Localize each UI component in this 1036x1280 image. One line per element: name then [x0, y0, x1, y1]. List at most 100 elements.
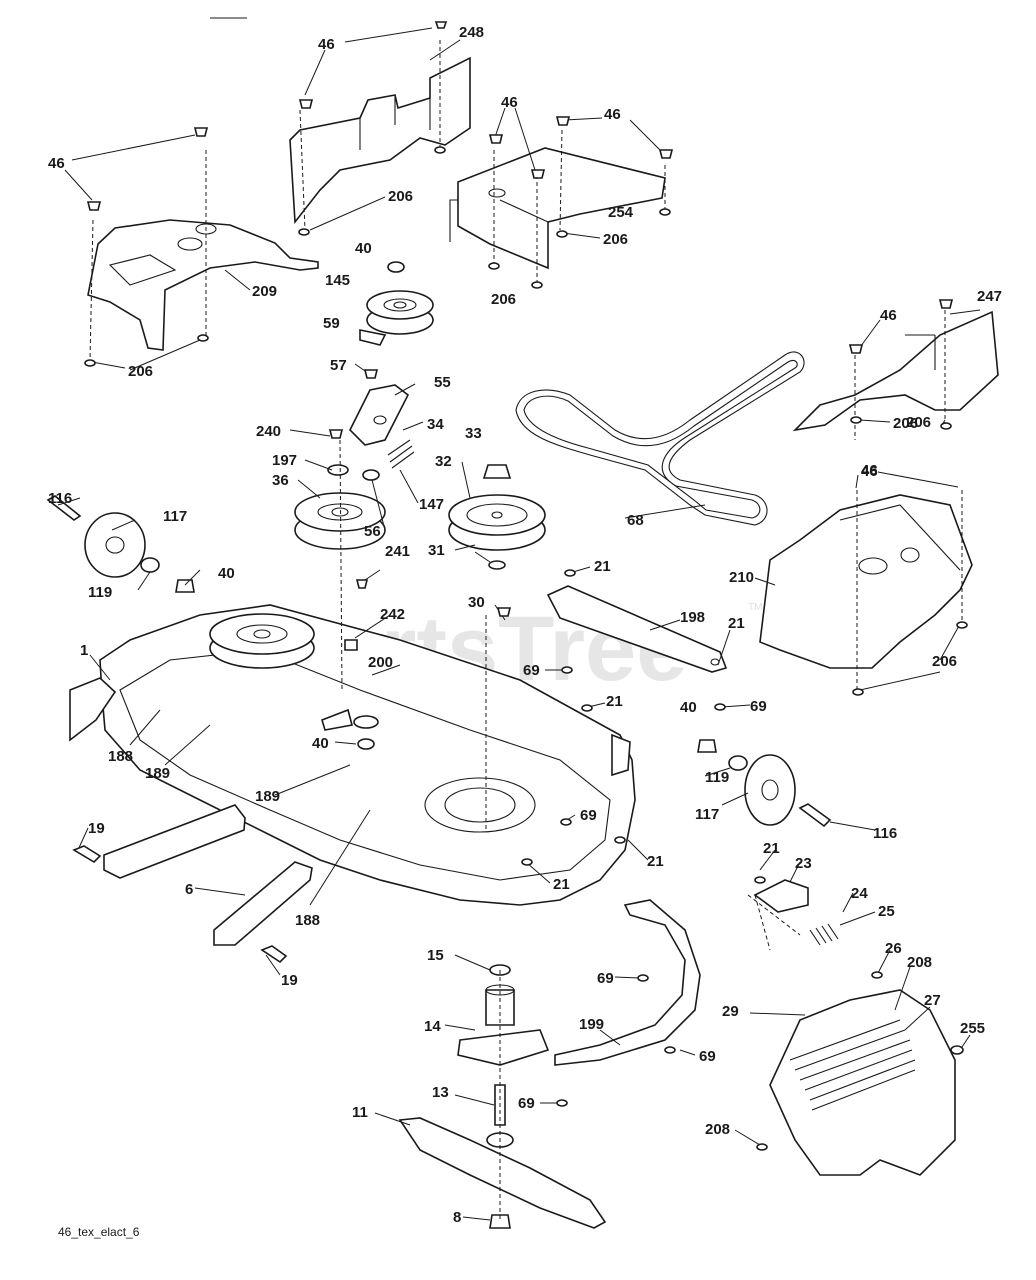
nut-part-40-top: [387, 261, 405, 273]
washer-part-56: [362, 469, 380, 481]
callout-label: 46: [604, 106, 621, 123]
callout-label: 46: [861, 462, 878, 479]
callout-label: 188: [108, 748, 133, 765]
callout-label: 69: [580, 807, 597, 824]
callout-label: 46: [48, 155, 65, 172]
callout-label: 40: [312, 735, 329, 752]
callout-label: 240: [256, 423, 281, 440]
spacer-part-119-left: [140, 557, 160, 573]
callout-label: 26: [885, 940, 902, 957]
callout-label: 6: [185, 881, 193, 898]
callout-label: 31: [428, 542, 445, 559]
leader-lines: [57, 27, 981, 1221]
bracket-part-23: [753, 879, 809, 913]
callout-label: 21: [728, 615, 745, 632]
callout-label: 56: [364, 523, 381, 540]
callout-label: 21: [606, 693, 623, 710]
callout-label: 46: [861, 463, 878, 480]
callout-label: 117: [695, 806, 719, 823]
spacer-part-59: [359, 329, 387, 346]
callout-label: 210: [729, 569, 754, 586]
callout-label: 200: [368, 654, 393, 671]
callout-label: 25: [878, 903, 895, 920]
deck-pulley: [209, 613, 315, 669]
callout-label: 29: [722, 1003, 739, 1020]
callout-label: 36: [272, 472, 289, 489]
callout-label: 242: [380, 606, 405, 623]
callout-label: 208: [907, 954, 932, 971]
callout-label: 40: [355, 240, 372, 257]
callout-label: 21: [553, 876, 570, 893]
diagram-caption: 46_tex_elact_6: [58, 1225, 140, 1239]
callout-label: 248: [459, 24, 484, 41]
callout-label: 27: [924, 992, 941, 1009]
bracket-part-254: [449, 147, 666, 270]
callout-label: 209: [252, 283, 277, 300]
callout-label: 69: [523, 662, 540, 679]
callout-label: 206: [603, 231, 628, 248]
callout-label: 199: [579, 1016, 604, 1033]
callout-label: 33: [465, 425, 482, 442]
callout-label: 188: [295, 912, 320, 929]
spring-part-147: [387, 439, 415, 469]
belt-shield-part-248: [289, 56, 471, 225]
spindle-part-14: [457, 984, 550, 1066]
callout-label: 46: [501, 94, 518, 111]
callout-label: 116: [48, 490, 72, 507]
callout-label: 241: [385, 543, 410, 560]
nut-part-40-left: [175, 579, 195, 593]
right-belt-cover-part-210: [759, 494, 973, 669]
callout-label: 206: [932, 653, 957, 670]
key-part-31: [488, 560, 506, 570]
fasteners: [72, 21, 968, 1151]
callout-label: 19: [281, 972, 298, 989]
belt-guide-part-199: [554, 899, 701, 1066]
blade-part-11: [398, 1117, 607, 1229]
callout-label: 69: [518, 1095, 535, 1112]
callout-label: 32: [435, 453, 452, 470]
callout-label: 255: [960, 1020, 985, 1037]
bolt-part-116-right: [798, 803, 832, 828]
callout-label: 46: [318, 36, 335, 53]
right-shield-part-247: [792, 310, 999, 432]
callout-label: 206: [491, 291, 516, 308]
left-belt-cover-part-209: [87, 219, 319, 351]
callout-label: 14: [424, 1018, 441, 1035]
callout-label: 206: [893, 415, 918, 432]
callout-label: 254: [608, 204, 634, 221]
callout-label: 15: [427, 947, 444, 964]
callout-label: 69: [699, 1048, 716, 1065]
callout-label: 19: [88, 820, 105, 837]
callout-label: 30: [468, 594, 485, 611]
callout-label: 55: [434, 374, 451, 391]
bolt-part-116-left: [46, 495, 82, 521]
callout-label: 21: [647, 853, 664, 870]
spacer-part-200: [353, 715, 379, 729]
wheel-part-117-left: [84, 512, 146, 578]
callout-label: 59: [323, 315, 340, 332]
drive-belt-part-68: [515, 351, 805, 526]
callout-label: 34: [427, 416, 444, 433]
callout-label: 208: [705, 1121, 730, 1138]
pulley-part-32: [448, 494, 546, 551]
callout-label: 197: [272, 452, 297, 469]
hanger-bracket-part-6-upper: [103, 804, 246, 879]
hanger-bracket-part-6-lower: [213, 861, 313, 946]
callout-label: 1: [80, 642, 88, 659]
callout-label: 189: [145, 765, 170, 782]
bolt-part-8: [489, 1214, 511, 1229]
callout-label: 21: [763, 840, 780, 857]
mower-deck-part-1: [69, 604, 636, 906]
callout-label: 46: [880, 307, 897, 324]
nut-part-242: [344, 639, 358, 651]
callout-label: 40: [218, 565, 235, 582]
callout-label: 21: [594, 558, 611, 575]
callout-label: 68: [627, 512, 644, 529]
callout-label: 247: [977, 288, 1002, 305]
discharge-chute-part-27: [769, 989, 956, 1176]
callout-label: 206: [388, 188, 413, 205]
nut-part-40-right: [697, 739, 717, 753]
idler-arm-part-55: [349, 384, 410, 446]
bracket-part-200: [321, 708, 353, 731]
